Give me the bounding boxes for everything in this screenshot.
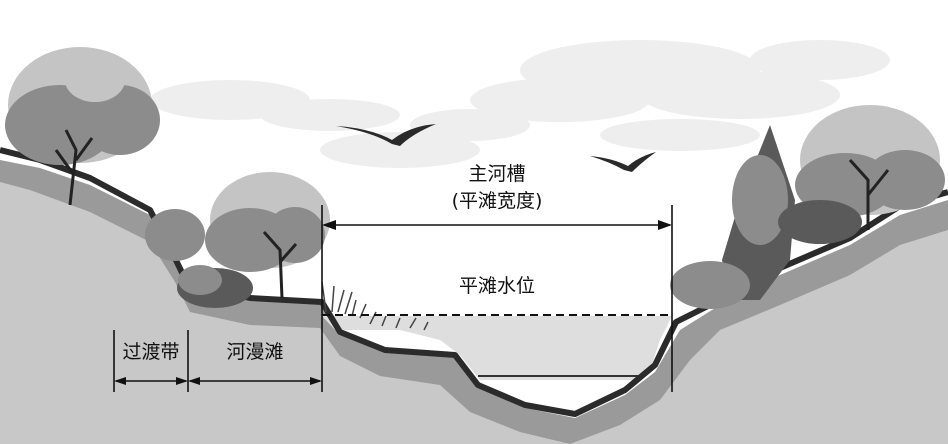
floodplain-label: 河漫滩 (226, 341, 283, 363)
water-body (322, 316, 672, 380)
tree-right-hill (778, 105, 945, 244)
transition-zone-label: 过渡带 (122, 341, 179, 363)
tree-floodplain (205, 172, 330, 299)
bird-left (336, 124, 436, 146)
bird-right (590, 152, 656, 172)
main-channel-width-arrow (322, 220, 672, 230)
main-channel-label: 主河槽 (468, 163, 525, 185)
clouds (150, 40, 890, 168)
tree-left-hill (5, 47, 160, 206)
bankfull-level-label: 平滩水位 (459, 275, 535, 297)
shrub-left-slope (145, 209, 253, 308)
tree-right-evergreen (670, 125, 795, 309)
boundary-lines (113, 205, 673, 392)
transition-zone-arrow (114, 377, 188, 385)
main-channel-sublabel: (平滩宽度) (452, 190, 543, 212)
floodplain-arrow (188, 377, 322, 385)
ground-subsoil (0, 170, 948, 444)
